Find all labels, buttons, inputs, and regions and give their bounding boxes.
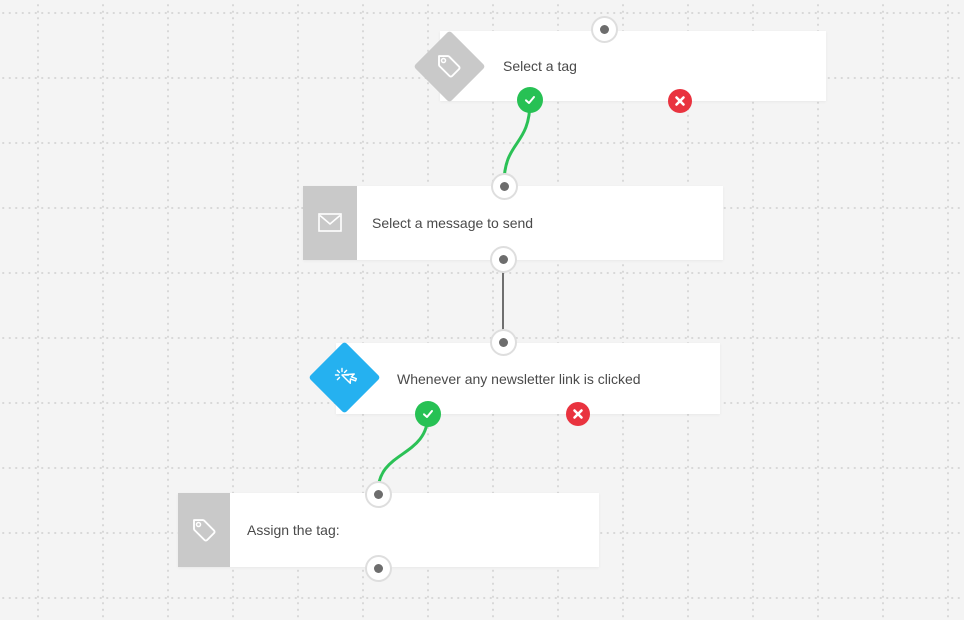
dot-assign-tag-top[interactable] [364, 480, 392, 508]
node-newsletter-link-clicked-label: Whenever any newsletter link is clicked [397, 370, 641, 387]
node-assign-tag-iconbox[interactable] [178, 493, 230, 567]
node-select-message[interactable]: Select a message to send [303, 186, 723, 260]
error-cross-icon[interactable] [668, 89, 692, 113]
node-select-tag[interactable]: Select a tag [440, 31, 826, 101]
success-check-icon[interactable] [415, 401, 441, 427]
node-assign-tag[interactable]: Assign the tag: [178, 493, 599, 567]
connector-link-clicked-success[interactable] [376, 412, 430, 494]
connector-select-tag-success[interactable] [502, 99, 532, 186]
envelope-icon [318, 213, 342, 232]
tag-icon [438, 55, 461, 78]
node-select-tag-label: Select a tag [503, 58, 577, 74]
node-select-message-label: Select a message to send [372, 215, 534, 231]
dot-assign-tag-bottom[interactable] [364, 554, 392, 582]
error-cross-icon[interactable] [566, 402, 590, 426]
node-assign-tag-label: Assign the tag: [247, 522, 340, 538]
node-newsletter-link-clicked[interactable]: Whenever any newsletter link is clicked [336, 343, 720, 414]
tag-icon [193, 519, 216, 542]
dot-select-tag-top[interactable] [590, 15, 618, 43]
dot-newsletter-link-clicked-top[interactable] [489, 328, 517, 356]
success-check-icon[interactable] [517, 87, 543, 113]
dot-select-message-bottom[interactable] [489, 245, 517, 273]
dot-select-message-top[interactable] [490, 172, 518, 200]
click-cursor-icon [334, 367, 358, 384]
